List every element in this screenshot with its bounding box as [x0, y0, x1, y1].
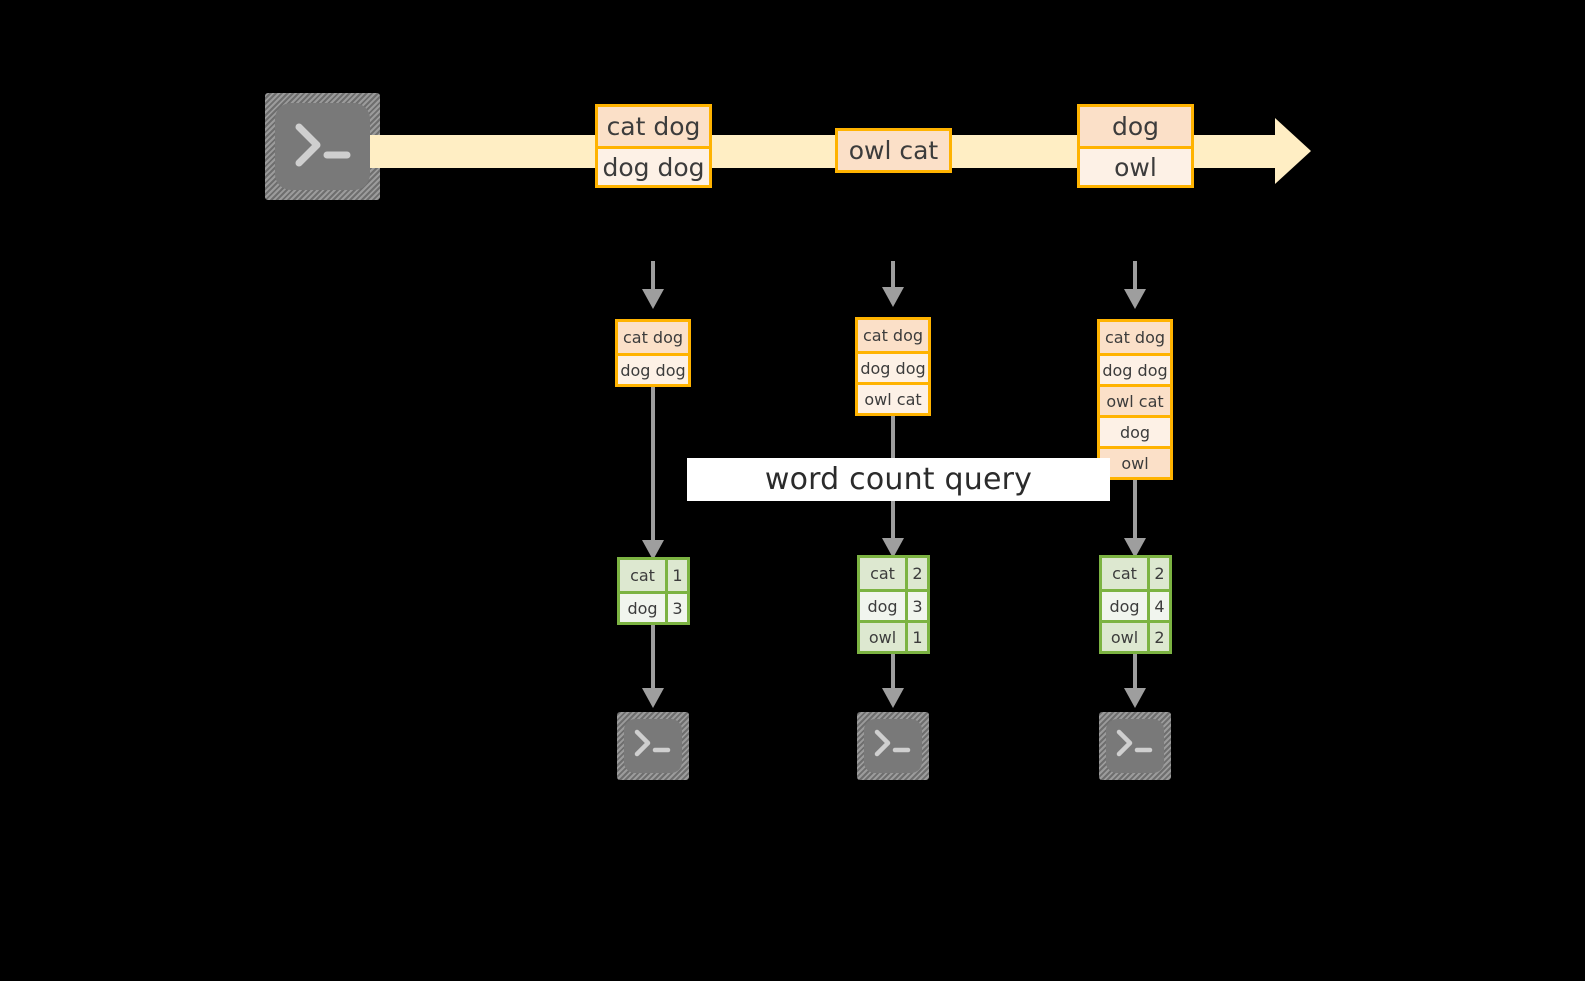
snapshot-1-trigger-line [651, 261, 655, 291]
result-row: dog 3 [860, 589, 927, 620]
input-line: owl [1100, 446, 1170, 477]
record-line: owl cat [838, 131, 949, 170]
snapshot-3-result-table[interactable]: cat 2 dog 4 owl 2 [1099, 555, 1172, 654]
result-count: 2 [1147, 623, 1169, 651]
snapshot-2-result-table[interactable]: cat 2 dog 3 owl 1 [857, 555, 930, 654]
record-group-1[interactable]: cat dog dog dog [595, 104, 712, 188]
result-count: 2 [905, 558, 927, 589]
result-count: 4 [1147, 592, 1169, 620]
input-line: cat dog [1100, 322, 1170, 353]
record-line: dog dog [598, 146, 709, 185]
query-caption-band: word count query [687, 458, 1110, 501]
terminal-prompt-icon [265, 93, 380, 200]
terminal-screen [1106, 719, 1164, 773]
snapshot-2-sink-line [891, 654, 895, 690]
input-line: owl cat [858, 382, 928, 413]
result-word: dog [1102, 592, 1147, 620]
snapshot-3-sink-arrowhead [1124, 688, 1146, 708]
result-row: cat 2 [860, 558, 927, 589]
record-group-2[interactable]: owl cat [835, 128, 952, 173]
result-count: 2 [1147, 558, 1169, 589]
snapshot-3-query-line [1133, 480, 1137, 540]
stream-arrowhead [1275, 118, 1311, 184]
input-line: dog dog [858, 351, 928, 382]
result-word: owl [860, 623, 905, 651]
snapshot-3-trigger-arrowhead [1124, 289, 1146, 309]
result-count: 3 [665, 594, 687, 622]
result-word: dog [620, 594, 665, 622]
snapshot-1-query-arrowhead [642, 540, 664, 560]
result-word: cat [860, 558, 905, 589]
snapshot-2-sink-terminal-icon[interactable] [857, 712, 929, 780]
terminal-prompt-icon [857, 712, 929, 780]
record-line: dog [1080, 107, 1191, 146]
result-word: cat [1102, 558, 1147, 589]
record-group-3[interactable]: dog owl [1077, 104, 1194, 188]
snapshot-2-trigger-arrowhead [882, 287, 904, 307]
input-line: cat dog [858, 320, 928, 351]
snapshot-1-trigger-arrowhead [642, 289, 664, 309]
result-word: cat [620, 560, 665, 591]
input-line: dog dog [618, 353, 688, 384]
snapshot-2-query-arrowhead [882, 538, 904, 558]
result-count: 1 [665, 560, 687, 591]
snapshot-3-sink-terminal-icon[interactable] [1099, 712, 1171, 780]
result-row: dog 4 [1102, 589, 1169, 620]
snapshot-1-query-line [651, 387, 655, 542]
snapshot-1-sink-terminal-icon[interactable] [617, 712, 689, 780]
input-line: owl cat [1100, 384, 1170, 415]
snapshot-1-input-table[interactable]: cat dog dog dog [615, 319, 691, 387]
result-count: 3 [905, 592, 927, 620]
snapshot-1-result-table[interactable]: cat 1 dog 3 [617, 557, 690, 625]
input-line: dog [1100, 415, 1170, 446]
terminal-screen [624, 719, 682, 773]
result-row: cat 2 [1102, 558, 1169, 589]
result-row: owl 1 [860, 620, 927, 651]
result-row: owl 2 [1102, 620, 1169, 651]
result-row: dog 3 [620, 591, 687, 622]
snapshot-1-sink-arrowhead [642, 688, 664, 708]
snapshot-2-sink-arrowhead [882, 688, 904, 708]
snapshot-1-sink-line [651, 625, 655, 690]
record-line: cat dog [598, 107, 709, 146]
snapshot-2-trigger-line [891, 261, 895, 289]
input-line: dog dog [1100, 353, 1170, 384]
snapshot-3-input-table[interactable]: cat dog dog dog owl cat dog owl [1097, 319, 1173, 480]
terminal-prompt-icon [617, 712, 689, 780]
result-word: dog [860, 592, 905, 620]
source-terminal-icon[interactable] [265, 93, 380, 200]
terminal-screen [275, 103, 370, 190]
query-caption-label: word count query [764, 462, 1033, 497]
result-count: 1 [905, 623, 927, 651]
result-word: owl [1102, 623, 1147, 651]
snapshot-3-trigger-line [1133, 261, 1137, 291]
snapshot-3-query-arrowhead [1124, 538, 1146, 558]
snapshot-2-input-table[interactable]: cat dog dog dog owl cat [855, 317, 931, 416]
snapshot-3-sink-line [1133, 654, 1137, 690]
result-row: cat 1 [620, 560, 687, 591]
input-line: cat dog [618, 322, 688, 353]
record-line: owl [1080, 146, 1191, 185]
terminal-screen [864, 719, 922, 773]
terminal-prompt-icon [1099, 712, 1171, 780]
